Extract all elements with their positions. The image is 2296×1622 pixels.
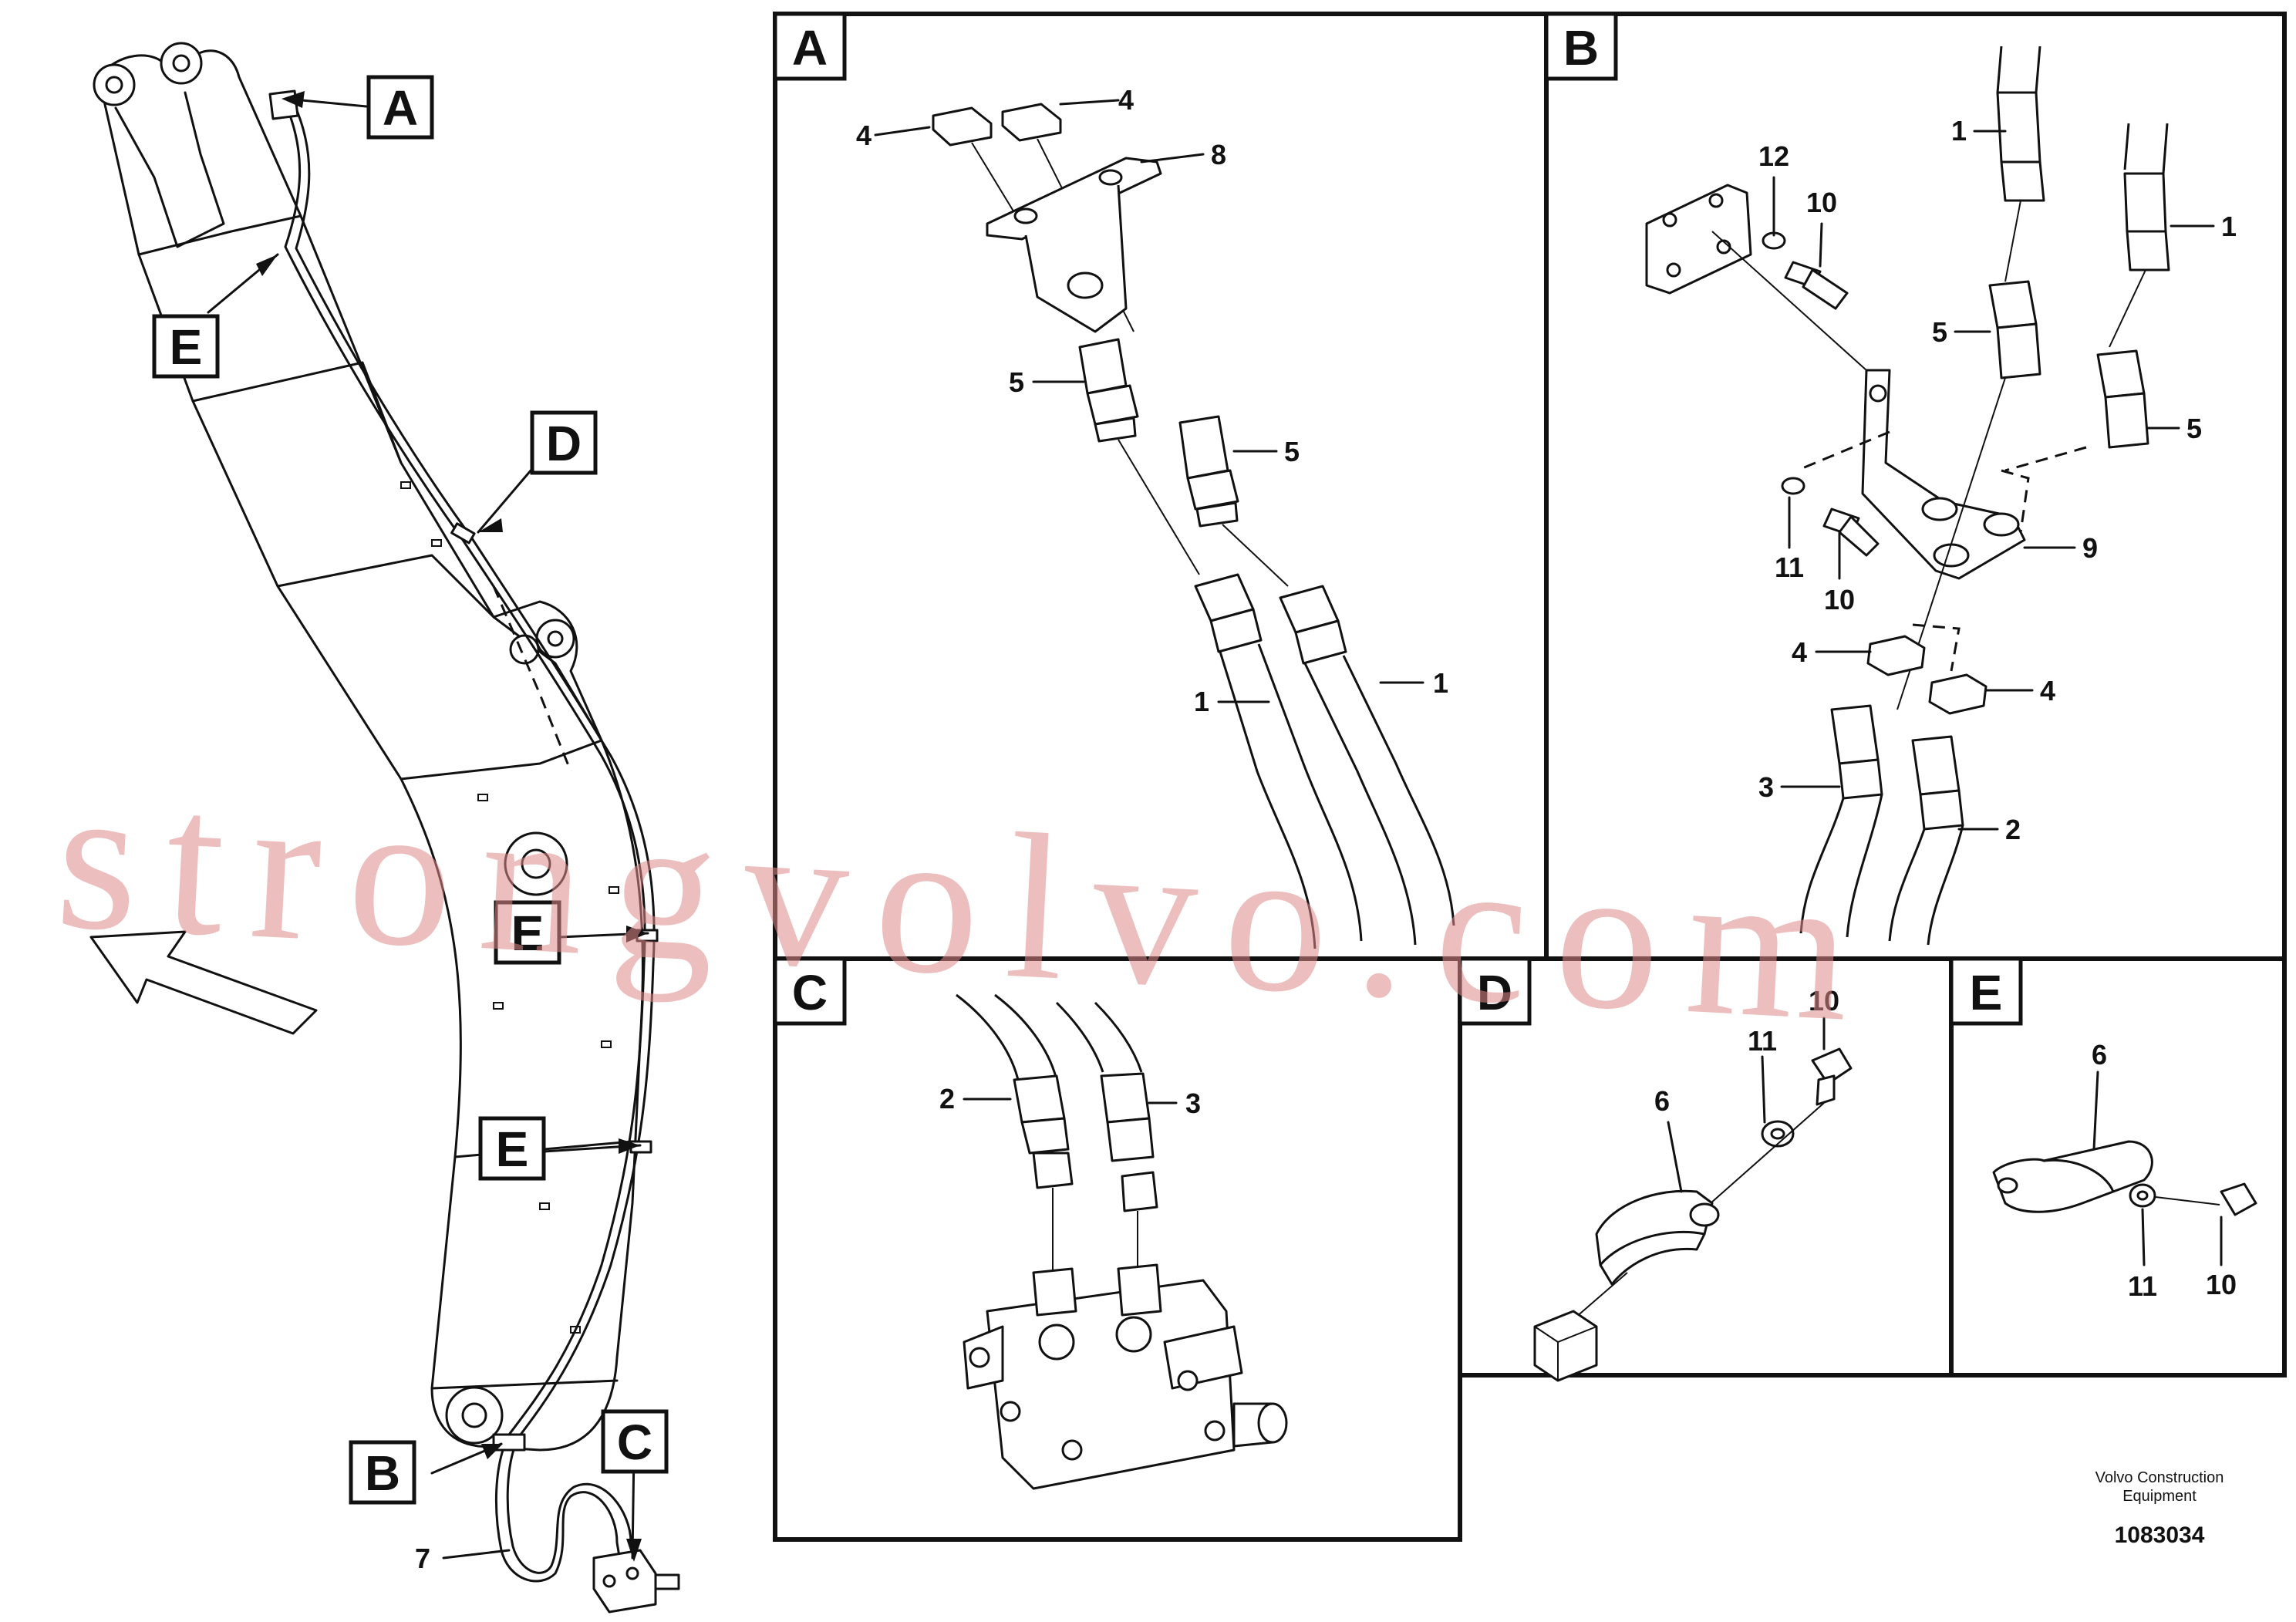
tag-label: E: [170, 319, 203, 375]
overview-tag-c: C: [601, 1409, 669, 1474]
watermark: strongvolvo.com: [52, 740, 1883, 1066]
panel-letter: A: [792, 20, 828, 76]
callout-d-11: 11: [1748, 1025, 1777, 1057]
callout-b-2: 2: [2005, 814, 2021, 845]
callout-b-3: 3: [1758, 771, 1774, 803]
callout-c-2: 2: [939, 1083, 955, 1114]
overview-tag-b: B: [349, 1440, 416, 1505]
panel-letter: E: [1970, 965, 2003, 1020]
direction-arrow-icon: [89, 930, 318, 1035]
callout-b-5-right: 5: [2186, 413, 2202, 444]
callout-b-10-top: 10: [1806, 187, 1837, 218]
tag-label: A: [383, 80, 418, 136]
overview-tag-e-mid: E: [494, 900, 561, 965]
detail-panel-b: B: [1544, 12, 2287, 961]
callout-a-4-left: 4: [856, 120, 872, 151]
callout-b-10-bottom: 10: [1824, 584, 1855, 615]
callout-a-5-right: 5: [1284, 436, 1300, 467]
control-valve-small-icon: [592, 1549, 680, 1614]
callout-a-1-right: 1: [1433, 667, 1448, 699]
tag-label: C: [617, 1415, 652, 1470]
callout-a-5-left: 5: [1009, 366, 1024, 398]
detail-panel-e: E 6 11 10: [1949, 956, 2287, 1378]
boom-overview: [89, 42, 680, 1614]
callout-a-8: 8: [1211, 139, 1226, 170]
drawing-number: 1083034: [2115, 1523, 2205, 1548]
callout-e-11: 11: [2128, 1270, 2157, 1302]
company-name-line1: Volvo Construction: [2095, 1469, 2224, 1486]
control-valve-icon: [963, 1263, 1288, 1490]
callout-b-4-left: 4: [1792, 636, 1807, 668]
callout-b-9: 9: [2082, 532, 2098, 564]
callout-a-4-right: 4: [1118, 84, 1134, 116]
overview-tag-e-top: E: [152, 314, 220, 379]
tag-label: E: [496, 1121, 529, 1177]
callout-e-6: 6: [2092, 1039, 2107, 1071]
tag-label: D: [546, 416, 582, 471]
callout-a-1-left: 1: [1194, 686, 1209, 717]
callout-b-4-right: 4: [2040, 675, 2055, 706]
footer: Volvo Construction Equipment 1083034: [2095, 1469, 2224, 1548]
tag-label: B: [365, 1445, 400, 1501]
overview-tag-a: A: [366, 75, 434, 140]
detail-panel-d: D 10 11 6: [1458, 956, 1954, 1382]
callout-d-10: 10: [1809, 985, 1839, 1017]
detail-panel-c: C: [773, 956, 1462, 1542]
callout-overview-7: 7: [415, 1543, 430, 1574]
overview-tag-d: D: [530, 410, 598, 475]
tag-label: E: [511, 905, 544, 961]
callout-b-5-left: 5: [1932, 316, 1947, 348]
callout-b-12: 12: [1758, 140, 1789, 172]
panel-letter: B: [1563, 20, 1599, 76]
callout-b-11: 11: [1775, 551, 1804, 583]
panel-letter: D: [1477, 965, 1512, 1020]
callout-c-3: 3: [1185, 1088, 1201, 1119]
callout-b-1-right: 1: [2221, 211, 2237, 242]
company-name-line2: Equipment: [2122, 1488, 2197, 1505]
overview-tag-e-low: E: [478, 1116, 546, 1181]
callout-b-1-top: 1: [1951, 115, 1967, 147]
panel-letter: C: [792, 965, 828, 1020]
callout-e-10: 10: [2206, 1269, 2237, 1300]
callout-d-6: 6: [1654, 1085, 1670, 1117]
